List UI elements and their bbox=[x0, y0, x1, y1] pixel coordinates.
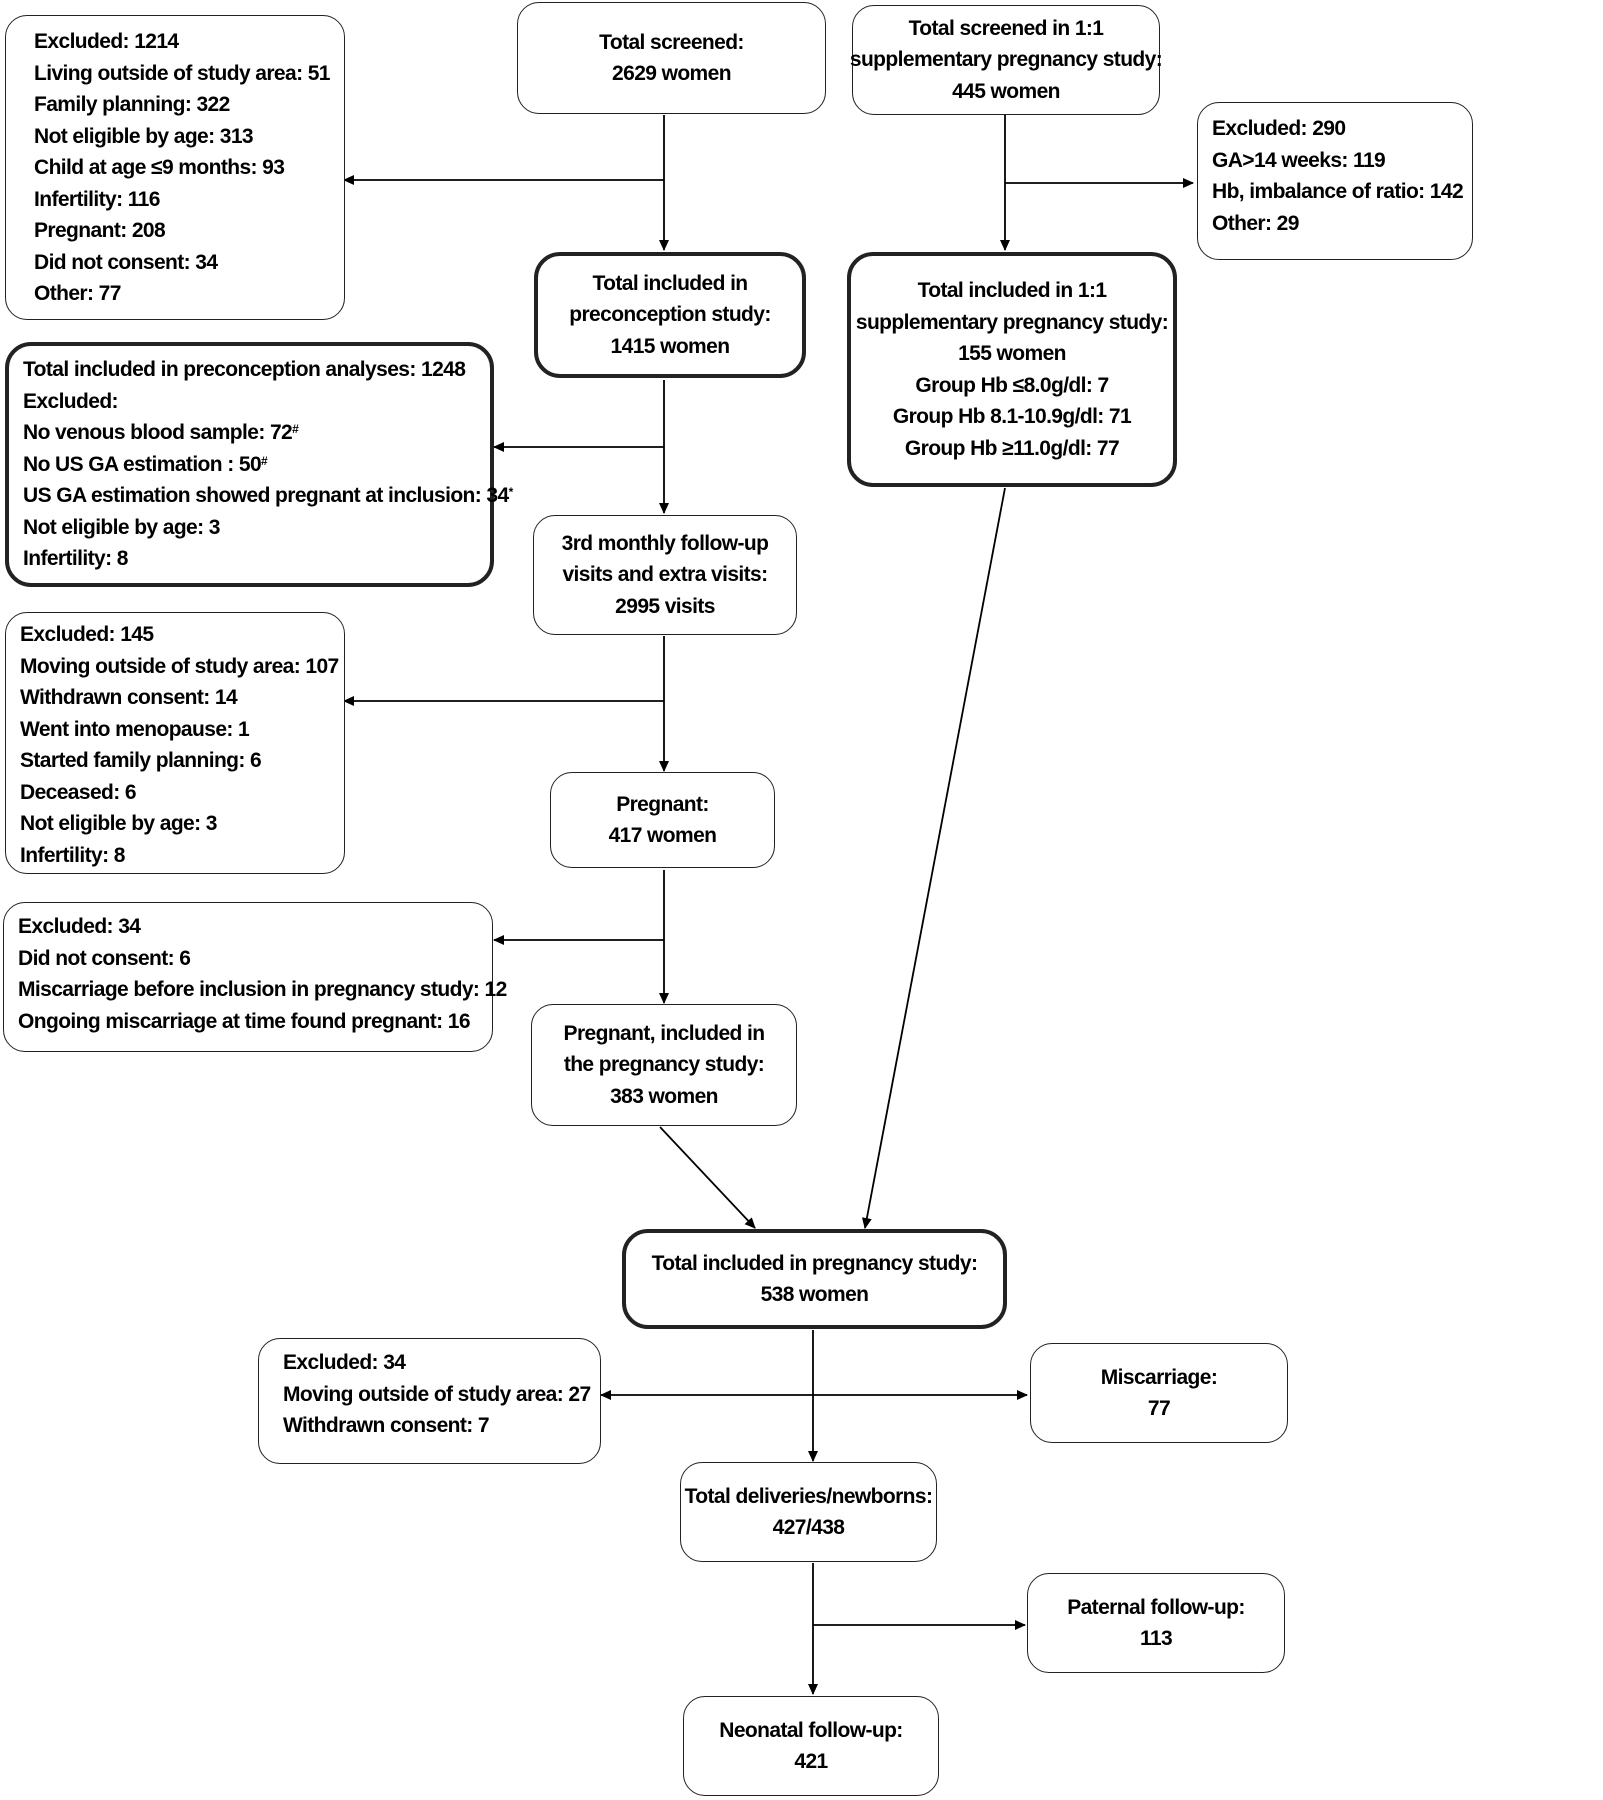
paternal-title: Paternal follow-up: bbox=[1067, 1595, 1245, 1619]
pregnant-box: Pregnant: 417 women bbox=[550, 772, 775, 868]
excluded-screening-item: Living outside of study area: 51 bbox=[34, 61, 330, 85]
excluded-screening-item: Pregnant: 208 bbox=[34, 219, 166, 242]
pregnant-title: Pregnant: bbox=[616, 792, 709, 816]
supp-included-count: 155 women bbox=[958, 342, 1066, 365]
preconception-analyses-box: Total included in preconception analyses… bbox=[5, 342, 513, 587]
supp-screened-count: 445 women bbox=[952, 79, 1060, 103]
supp-screened-line1: Total screened in 1:1 bbox=[908, 16, 1104, 40]
preconception-analyses-item: US GA estimation showed pregnant at incl… bbox=[23, 484, 513, 507]
excluded-screening-item: Infertility: 116 bbox=[34, 187, 160, 211]
excluded-followup-item: Deceased: 6 bbox=[20, 780, 137, 804]
excluded-pregnancy-item: Moving outside of study area: 27 bbox=[283, 1382, 591, 1406]
excluded-followup-item: Not eligible by age: 3 bbox=[20, 812, 217, 835]
supp-included-box: Total included in 1:1 supplementary preg… bbox=[847, 252, 1177, 487]
pregnancy-total-box: Total included in pregnancy study: 538 w… bbox=[622, 1229, 1007, 1329]
supp-included-group: Group Hb ≥11.0g/dl: 77 bbox=[904, 436, 1120, 460]
supp-excluded-item: Hb, imbalance of ratio: 142 bbox=[1212, 180, 1464, 203]
excluded-pregnant-item: Did not consent: 6 bbox=[18, 946, 191, 970]
excluded-followup-item: Withdrawn consent: 14 bbox=[20, 686, 238, 709]
miscarriage-box: Miscarriage: 77 bbox=[1030, 1343, 1288, 1443]
excluded-followup-item: Started family planning: 6 bbox=[20, 749, 262, 772]
preconception-analyses-item: No US GA estimation : 50# bbox=[23, 452, 268, 476]
supp-included-line1: Total included in 1:1 bbox=[917, 279, 1107, 302]
excluded-pregnancy-box: Excluded: 34 Moving outside of study are… bbox=[258, 1338, 601, 1464]
excluded-pregnant-item: Ongoing miscarriage at time found pregna… bbox=[18, 1009, 471, 1033]
deliveries-count: 427/438 bbox=[772, 1516, 845, 1539]
excluded-screening-title: Excluded: 1214 bbox=[34, 30, 179, 53]
excluded-screening-item: Child at age ≤9 months: 93 bbox=[34, 156, 285, 179]
preconception-analyses-item: Not eligible by age: 3 bbox=[23, 515, 220, 539]
arrow-included-to-total bbox=[659, 1126, 756, 1229]
total-screened-box: Total screened: 2629 women bbox=[517, 2, 826, 114]
total-screened-title: Total screened: bbox=[599, 30, 744, 54]
excluded-followup-item: Went into menopause: 1 bbox=[20, 717, 250, 741]
excluded-followup-item: Infertility: 8 bbox=[20, 843, 125, 867]
supp-excluded-item: GA>14 weeks: 119 bbox=[1212, 148, 1386, 172]
preconception-analyses-item: No venous blood sample: 72# bbox=[23, 421, 299, 444]
paternal-followup-box: Paternal follow-up: 113 bbox=[1027, 1573, 1285, 1673]
excluded-pregnant-title: Excluded: 34 bbox=[18, 915, 141, 938]
supp-excluded-title: Excluded: 290 bbox=[1212, 117, 1346, 140]
paternal-count: 113 bbox=[1139, 1627, 1173, 1650]
preconception-analyses-subtitle: Excluded: bbox=[23, 389, 119, 413]
preconception-analyses-item: Infertility: 8 bbox=[23, 547, 128, 570]
supp-included-group: Group Hb 8.1-10.9g/dl: 71 bbox=[892, 405, 1132, 428]
excluded-screening-box: Excluded: 1214 Living outside of study a… bbox=[5, 15, 345, 320]
pregnant-count: 417 women bbox=[608, 824, 717, 847]
excluded-screening-item: Did not consent: 34 bbox=[34, 250, 218, 274]
pregnant-included-line2: the pregnancy study: bbox=[563, 1053, 765, 1077]
pregnant-included-box: Pregnant, included in the pregnancy stud… bbox=[531, 1004, 797, 1126]
followup-count: 2995 visits bbox=[615, 594, 715, 618]
excluded-pregnancy-title: Excluded: 34 bbox=[283, 1351, 406, 1374]
preconception-analyses-title: Total included in preconception analyses… bbox=[23, 358, 466, 381]
excluded-pregnant-box: Excluded: 34 Did not consent: 6 Miscarri… bbox=[3, 902, 507, 1052]
pregnant-included-count: 383 women bbox=[610, 1084, 718, 1108]
preconception-included-line1: Total included in bbox=[592, 271, 748, 295]
miscarriage-count: 77 bbox=[1147, 1397, 1171, 1420]
supp-included-line2: supplementary pregnancy study: bbox=[855, 310, 1169, 334]
followup-visits-box: 3rd monthly follow-up visits and extra v… bbox=[533, 515, 797, 635]
preconception-included-box: Total included in preconception study: 1… bbox=[534, 252, 806, 378]
neonatal-title: Neonatal follow-up: bbox=[719, 1718, 903, 1742]
preconception-included-line2: preconception study: bbox=[569, 303, 771, 327]
supp-screened-line2: supplementary pregnancy study: bbox=[849, 48, 1163, 72]
excluded-screening-item: Not eligible by age: 313 bbox=[34, 124, 254, 148]
neonatal-count: 421 bbox=[794, 1750, 828, 1773]
pregnancy-total-title: Total included in pregnancy study: bbox=[651, 1251, 978, 1275]
excluded-followup-item: Moving outside of study area: 107 bbox=[20, 654, 339, 678]
followup-line1: 3rd monthly follow-up bbox=[561, 531, 769, 555]
arrow-supp-included-to-total bbox=[861, 487, 1006, 1229]
excluded-screening-item: Other: 77 bbox=[34, 282, 121, 305]
neonatal-followup-box: Neonatal follow-up: 421 bbox=[683, 1696, 939, 1796]
excluded-pregnancy-item: Withdrawn consent: 7 bbox=[283, 1414, 490, 1437]
followup-line2: visits and extra visits: bbox=[562, 563, 768, 587]
supp-included-group: Group Hb ≤8.0g/dl: 7 bbox=[915, 373, 1109, 397]
miscarriage-title: Miscarriage: bbox=[1100, 1365, 1218, 1389]
excluded-followup-title: Excluded: 145 bbox=[20, 623, 154, 646]
total-screened-count: 2629 women bbox=[612, 62, 732, 85]
supp-excluded-item: Other: 29 bbox=[1212, 211, 1299, 235]
deliveries-box: Total deliveries/newborns: 427/438 bbox=[680, 1462, 937, 1562]
deliveries-title: Total deliveries/newborns: bbox=[684, 1484, 933, 1508]
excluded-screening-item: Family planning: 322 bbox=[34, 93, 230, 116]
excluded-followup-box: Excluded: 145 Moving outside of study ar… bbox=[5, 612, 345, 874]
excluded-pregnant-item: Miscarriage before inclusion in pregnanc… bbox=[18, 978, 507, 1001]
supp-excluded-box: Excluded: 290 GA>14 weeks: 119 Hb, imbal… bbox=[1197, 102, 1473, 260]
supp-screened-box: Total screened in 1:1 supplementary preg… bbox=[849, 5, 1163, 115]
pregnant-included-line1: Pregnant, included in bbox=[563, 1021, 766, 1045]
preconception-included-count: 1415 women bbox=[610, 334, 731, 358]
pregnancy-total-count: 538 women bbox=[760, 1283, 869, 1306]
